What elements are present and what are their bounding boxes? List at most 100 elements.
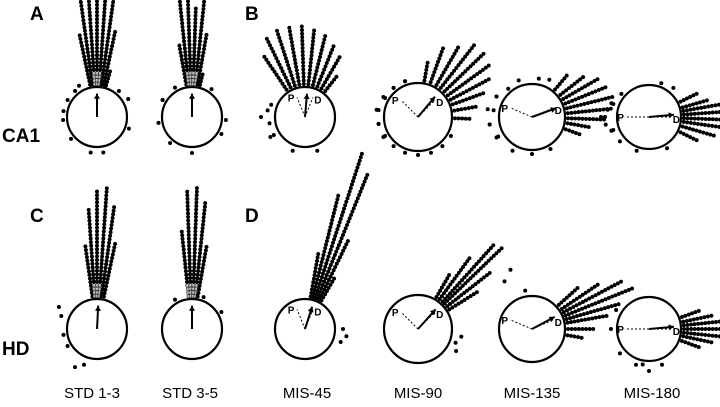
histogram-dot <box>192 42 197 47</box>
histogram-dot <box>454 94 460 99</box>
histogram-dot <box>452 68 457 73</box>
histogram-dot <box>330 240 336 245</box>
histogram-dot <box>344 199 349 204</box>
histogram-dot <box>583 116 589 121</box>
histogram-dot <box>696 308 701 313</box>
histogram-dot <box>192 53 197 58</box>
histogram-dot <box>471 292 476 297</box>
scatter-dot <box>605 107 610 112</box>
histogram-dot <box>88 232 93 238</box>
histogram-dot <box>476 259 481 264</box>
histogram-dot <box>299 28 305 33</box>
scatter-dot <box>634 362 638 367</box>
histogram-dot <box>681 98 686 103</box>
histogram-dot <box>323 242 329 247</box>
histogram-dot <box>102 225 107 230</box>
distal-label: D <box>436 310 443 321</box>
histogram-dot <box>195 276 200 281</box>
histogram-dot <box>196 269 201 274</box>
histogram-dot <box>94 272 100 277</box>
histogram-dot <box>195 60 200 65</box>
histogram-dot <box>684 104 689 109</box>
histogram-dot <box>474 290 479 295</box>
histogram-dot <box>351 206 356 211</box>
histogram-dot <box>192 49 197 54</box>
histogram-dot <box>313 72 318 77</box>
scatter-dot <box>453 340 458 345</box>
histogram-dot <box>456 116 461 121</box>
histogram-dot <box>576 335 581 340</box>
histogram-dot <box>84 255 89 260</box>
histogram-dot <box>308 64 313 69</box>
histogram-dot <box>87 272 92 277</box>
histogram-dot <box>316 251 321 257</box>
histogram-dot <box>111 0 116 5</box>
histogram-dot <box>89 31 94 36</box>
histogram-dot <box>84 39 89 44</box>
histogram-dot <box>693 343 698 348</box>
proximal-cue-line <box>510 107 533 118</box>
histogram-dot <box>696 321 701 326</box>
histogram-dot <box>717 124 720 129</box>
histogram-dot <box>186 214 191 219</box>
polar-circle <box>382 293 454 365</box>
histogram-dot <box>568 105 573 110</box>
histogram-dot <box>603 288 608 293</box>
histogram-dot <box>88 240 93 245</box>
histogram-dot <box>695 316 700 321</box>
histogram-spike <box>315 172 370 301</box>
histogram-dot <box>328 262 333 268</box>
histogram-dot <box>262 54 267 59</box>
histogram-dot <box>90 265 95 270</box>
histogram-dot <box>264 57 269 62</box>
histogram-dot <box>465 66 470 71</box>
histogram-spike <box>195 244 209 299</box>
scatter-dot <box>267 121 272 126</box>
histogram-dot <box>82 58 87 63</box>
histogram-spike <box>287 25 302 87</box>
histogram-dot <box>442 89 447 94</box>
histogram-dot <box>572 122 577 127</box>
histogram-dot <box>595 282 600 287</box>
column-label-std-3-5: STD 3-5 <box>162 385 218 402</box>
histogram-dot <box>574 303 579 308</box>
histogram-dot <box>579 123 584 128</box>
histogram-dot <box>184 64 189 69</box>
histogram-dot <box>89 254 94 259</box>
histogram-dot <box>191 60 196 65</box>
scatter-dot <box>619 91 624 96</box>
scatter-dot <box>190 151 194 155</box>
histogram-dot <box>586 82 591 87</box>
histogram-dot <box>451 95 456 100</box>
histogram-spike <box>565 116 607 122</box>
histogram-dot <box>279 42 284 47</box>
proximal-cue-line <box>296 97 306 118</box>
histogram-dot <box>310 82 316 88</box>
histogram-dot <box>592 78 597 84</box>
histogram-dot <box>266 39 271 45</box>
histogram-dot <box>707 326 712 332</box>
histogram-spike <box>310 34 328 88</box>
histogram-dot <box>681 319 686 324</box>
histogram-dot <box>341 248 346 253</box>
histogram-dot <box>319 298 324 303</box>
histogram-dot <box>593 315 598 320</box>
histogram-dot <box>572 110 578 115</box>
histogram-dot <box>570 129 575 134</box>
histogram-dot <box>86 207 91 212</box>
histogram-dot <box>94 254 100 259</box>
histogram-dot <box>103 207 108 212</box>
scatter-dot <box>269 102 274 107</box>
histogram-dot <box>90 261 95 266</box>
histogram-dot <box>339 236 344 241</box>
histogram-dot <box>568 316 573 321</box>
histogram-spike <box>434 45 461 88</box>
histogram-dot <box>94 232 100 237</box>
histogram-spike <box>681 119 720 129</box>
histogram-dot <box>300 45 305 51</box>
histogram-dot <box>291 80 296 85</box>
histogram-dot <box>288 32 293 37</box>
